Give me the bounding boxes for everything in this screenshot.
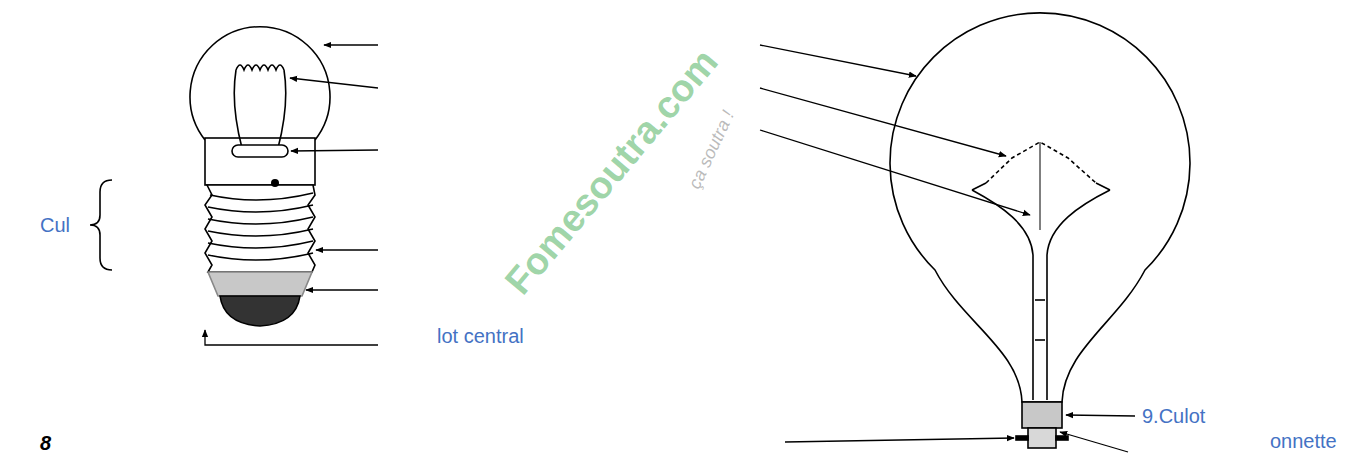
- glass-globe: [190, 27, 330, 140]
- leader-line: [1060, 432, 1128, 452]
- glass-support: [232, 145, 288, 157]
- filament-coil: [236, 65, 284, 70]
- leader-line: [205, 330, 378, 345]
- leader-line: [324, 44, 378, 45]
- bayonet-pin: [1056, 436, 1068, 440]
- filament-wire: [234, 70, 285, 148]
- solder-dot: [271, 179, 279, 187]
- glass-stem: [972, 190, 1110, 400]
- thread-line: [208, 193, 313, 260]
- leader-line: [291, 150, 378, 151]
- central-contact: [220, 296, 300, 326]
- glass-globe: [890, 13, 1190, 402]
- part-label: Cul: [40, 214, 70, 236]
- screw-bulb: [190, 27, 330, 326]
- leader-line: [290, 78, 378, 88]
- bayonet-pin: [1016, 436, 1028, 440]
- stem-mark: [1035, 339, 1045, 341]
- leader-line: [1066, 415, 1135, 416]
- base-cap: [1022, 402, 1062, 428]
- part-label: 9.Culot: [1142, 405, 1205, 427]
- bracket: [90, 180, 112, 270]
- watermark: ça soutra !: [685, 108, 738, 193]
- screw-thread: [205, 185, 315, 272]
- leader-line: [760, 88, 1006, 156]
- support-wire: [1040, 142, 1041, 230]
- leader-lines: [760, 45, 1135, 452]
- support-wire: [972, 183, 1110, 190]
- leader-line: [760, 130, 1030, 215]
- leader-line: [316, 249, 378, 250]
- insulator: [208, 272, 312, 296]
- callout-number: 8: [40, 432, 51, 454]
- part-label: onnette: [1270, 430, 1337, 452]
- leader-line: [785, 438, 1014, 442]
- stem-mark: [1035, 299, 1045, 301]
- filament: [986, 142, 1096, 183]
- leader-lines: [205, 45, 378, 345]
- bayonet-bulb: [890, 13, 1190, 448]
- leader-line: [306, 289, 378, 290]
- bayonet-body: [1028, 428, 1056, 448]
- leader-line: [760, 45, 916, 76]
- part-label: lot central: [437, 325, 524, 347]
- bulb-neck: [205, 138, 315, 185]
